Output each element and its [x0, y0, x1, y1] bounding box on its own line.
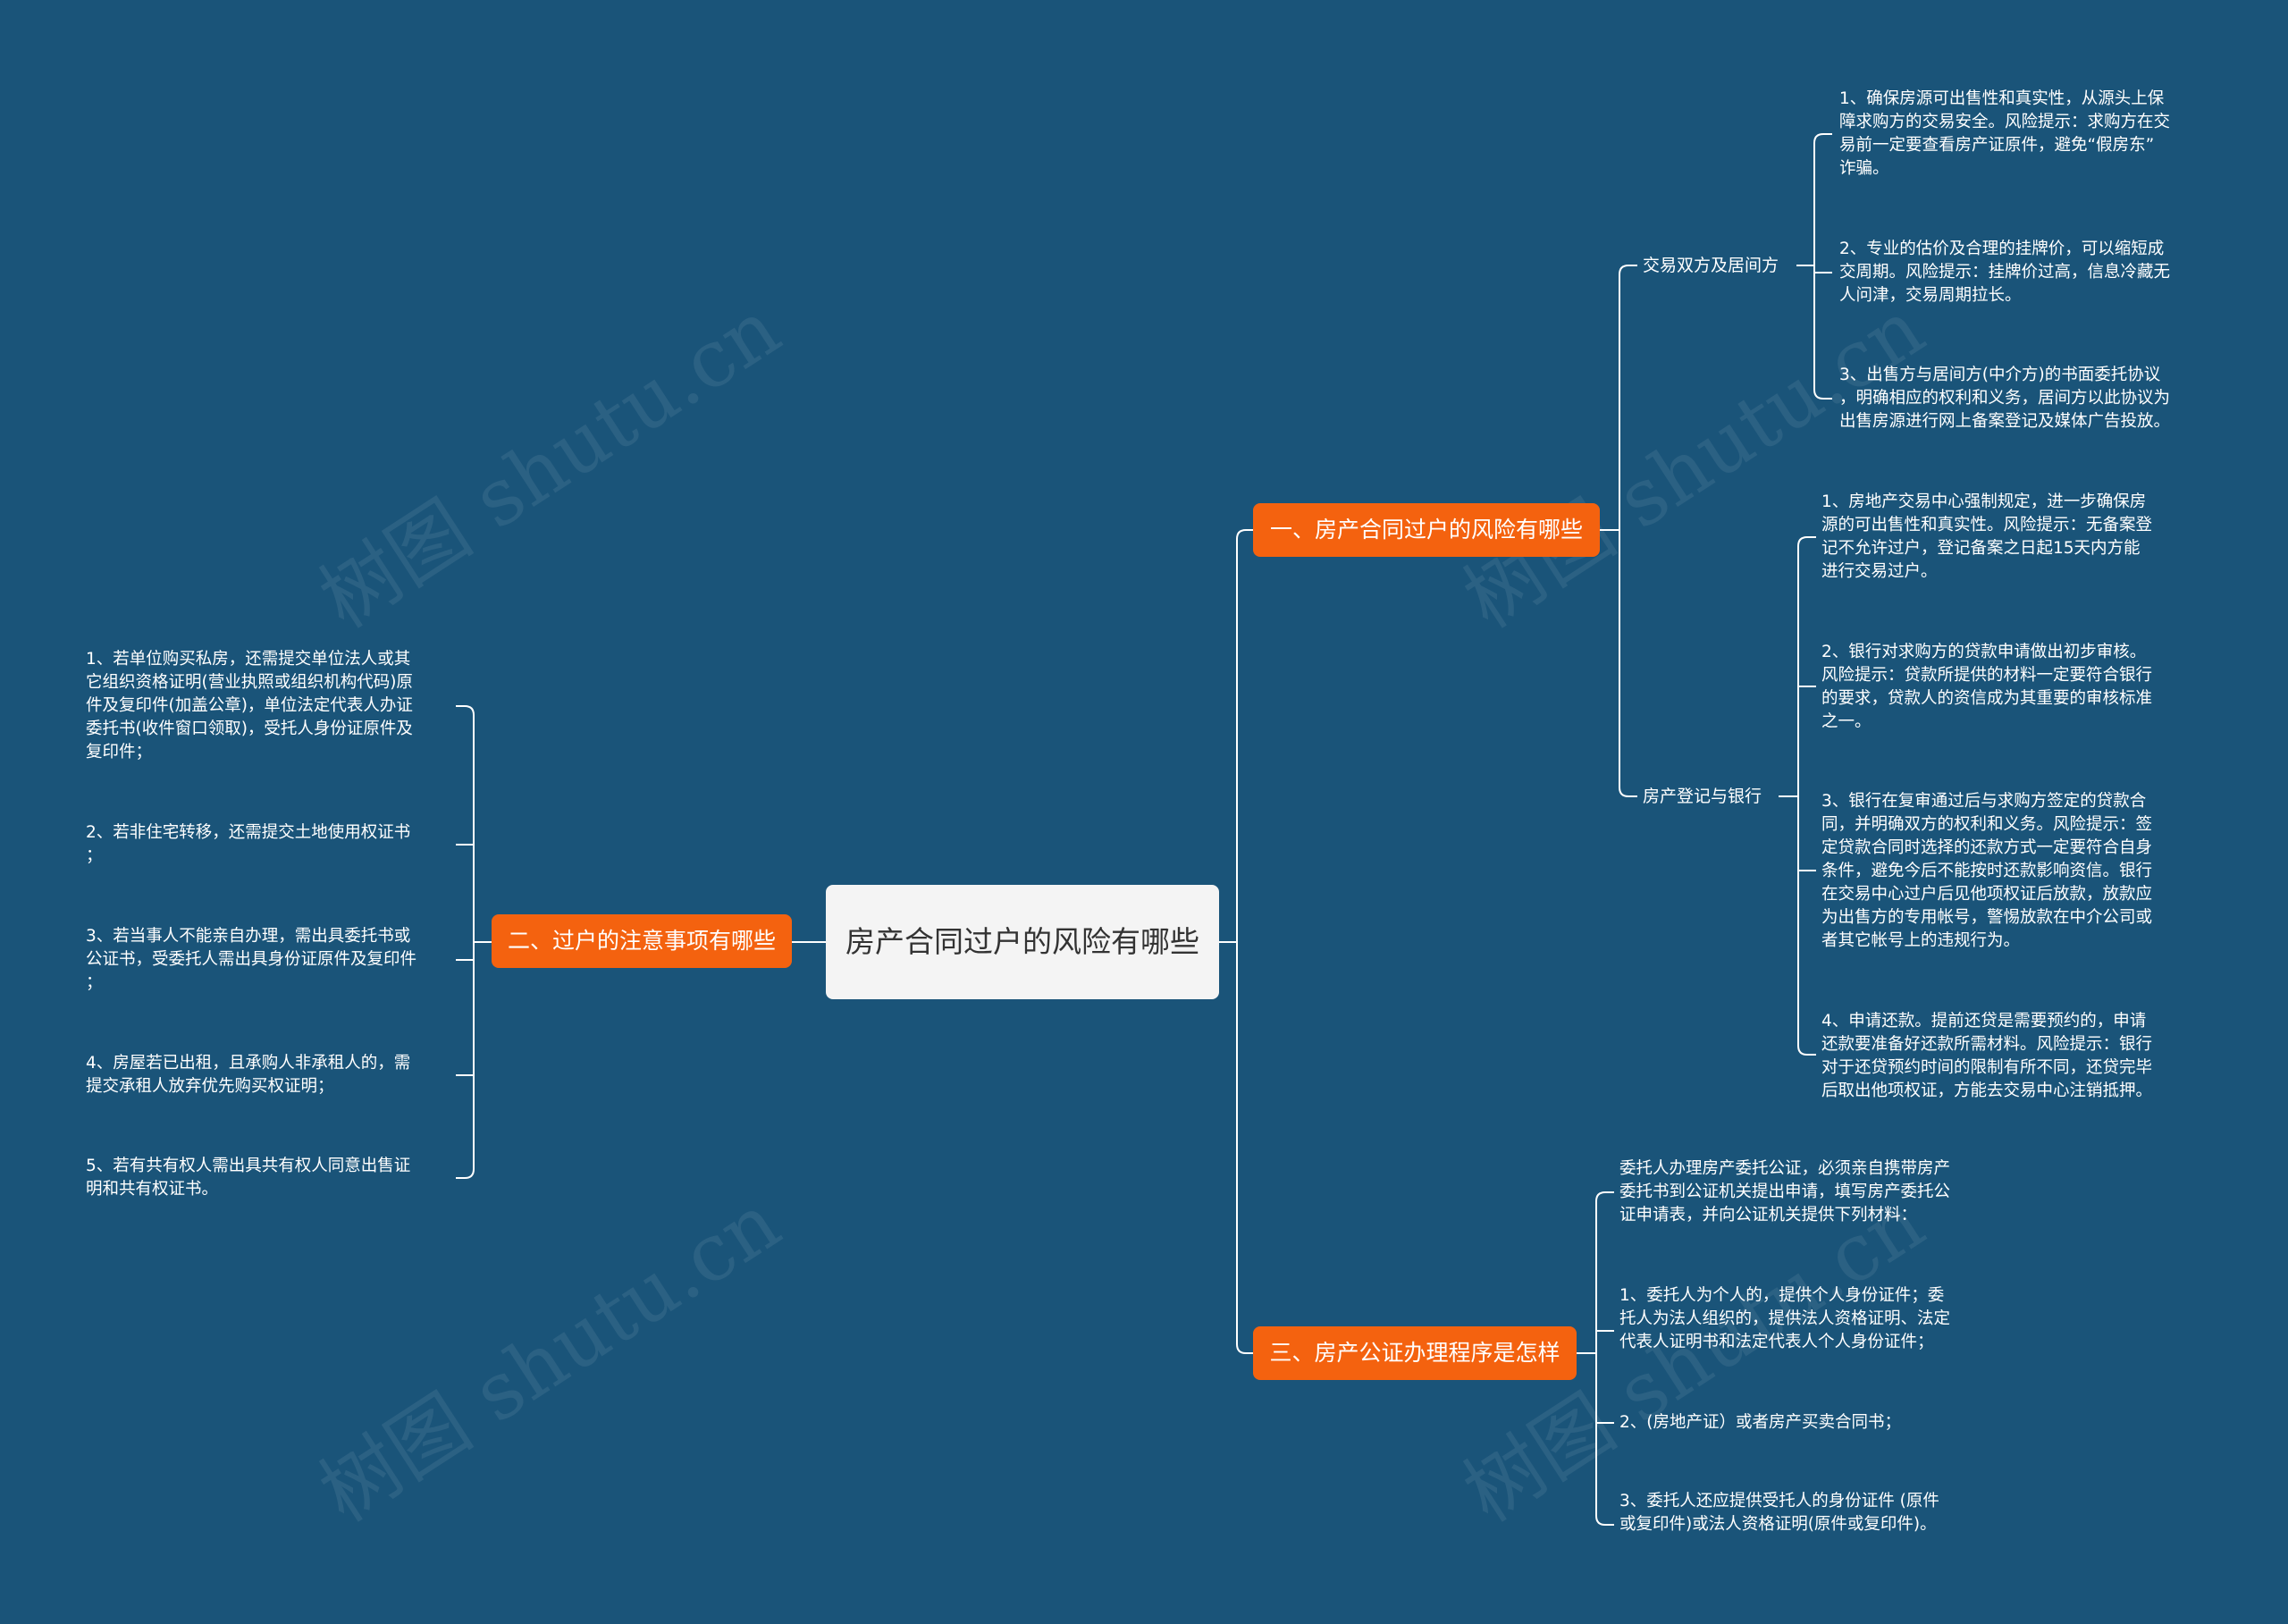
leaf-bank-1: 1、房地产交易中心强制规定，进一步确保房 源的可出售性和真实性。风险提示：无备案… [1821, 492, 2153, 581]
leaf-notes-3: 3、若当事人不能亲自办理，需出具委托书或 公证书，受委托人需出具身份证原件及复印… [86, 927, 417, 992]
leaf-notary-3: 3、委托人还应提供受托人的身份证件 (原件 或复印件)或法人资格证明(原件或复印… [1619, 1492, 1939, 1534]
root-right-bracket [1236, 529, 1253, 1354]
leaf-bank-2: 2、银行对求购方的贷款申请做出初步审核。 风险提示：贷款所提供的材料一定要符合银… [1821, 643, 2153, 731]
b1g1-bracket [1813, 133, 1832, 400]
branch-risks-label: 一、房产合同过户的风险有哪些 [1269, 517, 1583, 543]
leaf-parties-3: 3、出售方与居间方(中介方)的书面委托协议 ，明确相应的权利和义务，居间方以此协… [1839, 366, 2171, 431]
leaf-notes-2: 2、若非住宅转移，还需提交土地使用权证书 ； [86, 823, 411, 865]
root-topic[interactable]: 房产合同过户的风险有哪些 [826, 885, 1219, 999]
branch-risks[interactable]: 一、房产合同过户的风险有哪些 [1253, 503, 1600, 557]
b2-bracket [456, 705, 475, 1179]
leaf-notary-1: 1、委托人为个人的，提供个人身份证件；委 托人为法人组织的，提供法人资格证明、法… [1619, 1286, 1951, 1351]
leaf-bank-3: 3、银行在复审通过后与求购方签定的贷款合 同，并明确双方的权利和义务。风险提示：… [1821, 792, 2153, 950]
leaf-parties-2: 2、专业的估价及合理的挂牌价，可以缩短成 交周期。风险提示：挂牌价过高，信息冷藏… [1839, 240, 2171, 305]
branch-notes[interactable]: 二、过户的注意事项有哪些 [492, 914, 792, 968]
leaf-parties-1: 1、确保房源可出售性和真实性，从源头上保 障求购方的交易安全。风险提示：求购方在… [1839, 89, 2171, 178]
leaf-notes-4: 4、房屋若已出租，且承购人非承租人的，需 提交承租人放弃优先购买权证明； [86, 1054, 411, 1096]
leaf-notes-1: 1、若单位购买私房，还需提交单位法人或其 它组织资格证明(营业执照或组织机构代码… [86, 650, 413, 762]
branch-notes-label: 二、过户的注意事项有哪些 [507, 928, 776, 954]
leaf-notary-intro: 委托人办理房产委托公证，必须亲自携带房产 委托书到公证机关提出申请，填写房产委托… [1619, 1159, 1951, 1224]
leaf-bank-4: 4、申请还款。提前还贷是需要预约的，申请 还款要准备好还款所需材料。风险提示：银… [1821, 1012, 2153, 1100]
branch-notarization[interactable]: 三、房产公证办理程序是怎样 [1253, 1326, 1577, 1380]
b3-bracket [1595, 1191, 1614, 1526]
root-topic-label: 房产合同过户的风险有哪些 [845, 924, 1199, 959]
subtopic-registration-bank[interactable]: 房产登记与银行 [1643, 787, 1762, 806]
leaf-notary-2: 2、(房地产证）或者房产买卖合同书； [1619, 1413, 1901, 1432]
leaf-notes-5: 5、若有共有权人需出具共有权人同意出售证 明和共有权证书。 [86, 1157, 411, 1199]
b1g2-bracket [1797, 536, 1816, 1056]
subtopic-parties[interactable]: 交易双方及居间方 [1643, 256, 1779, 275]
b1-bracket [1619, 265, 1637, 797]
branch-notarization-label: 三、房产公证办理程序是怎样 [1269, 1340, 1560, 1366]
